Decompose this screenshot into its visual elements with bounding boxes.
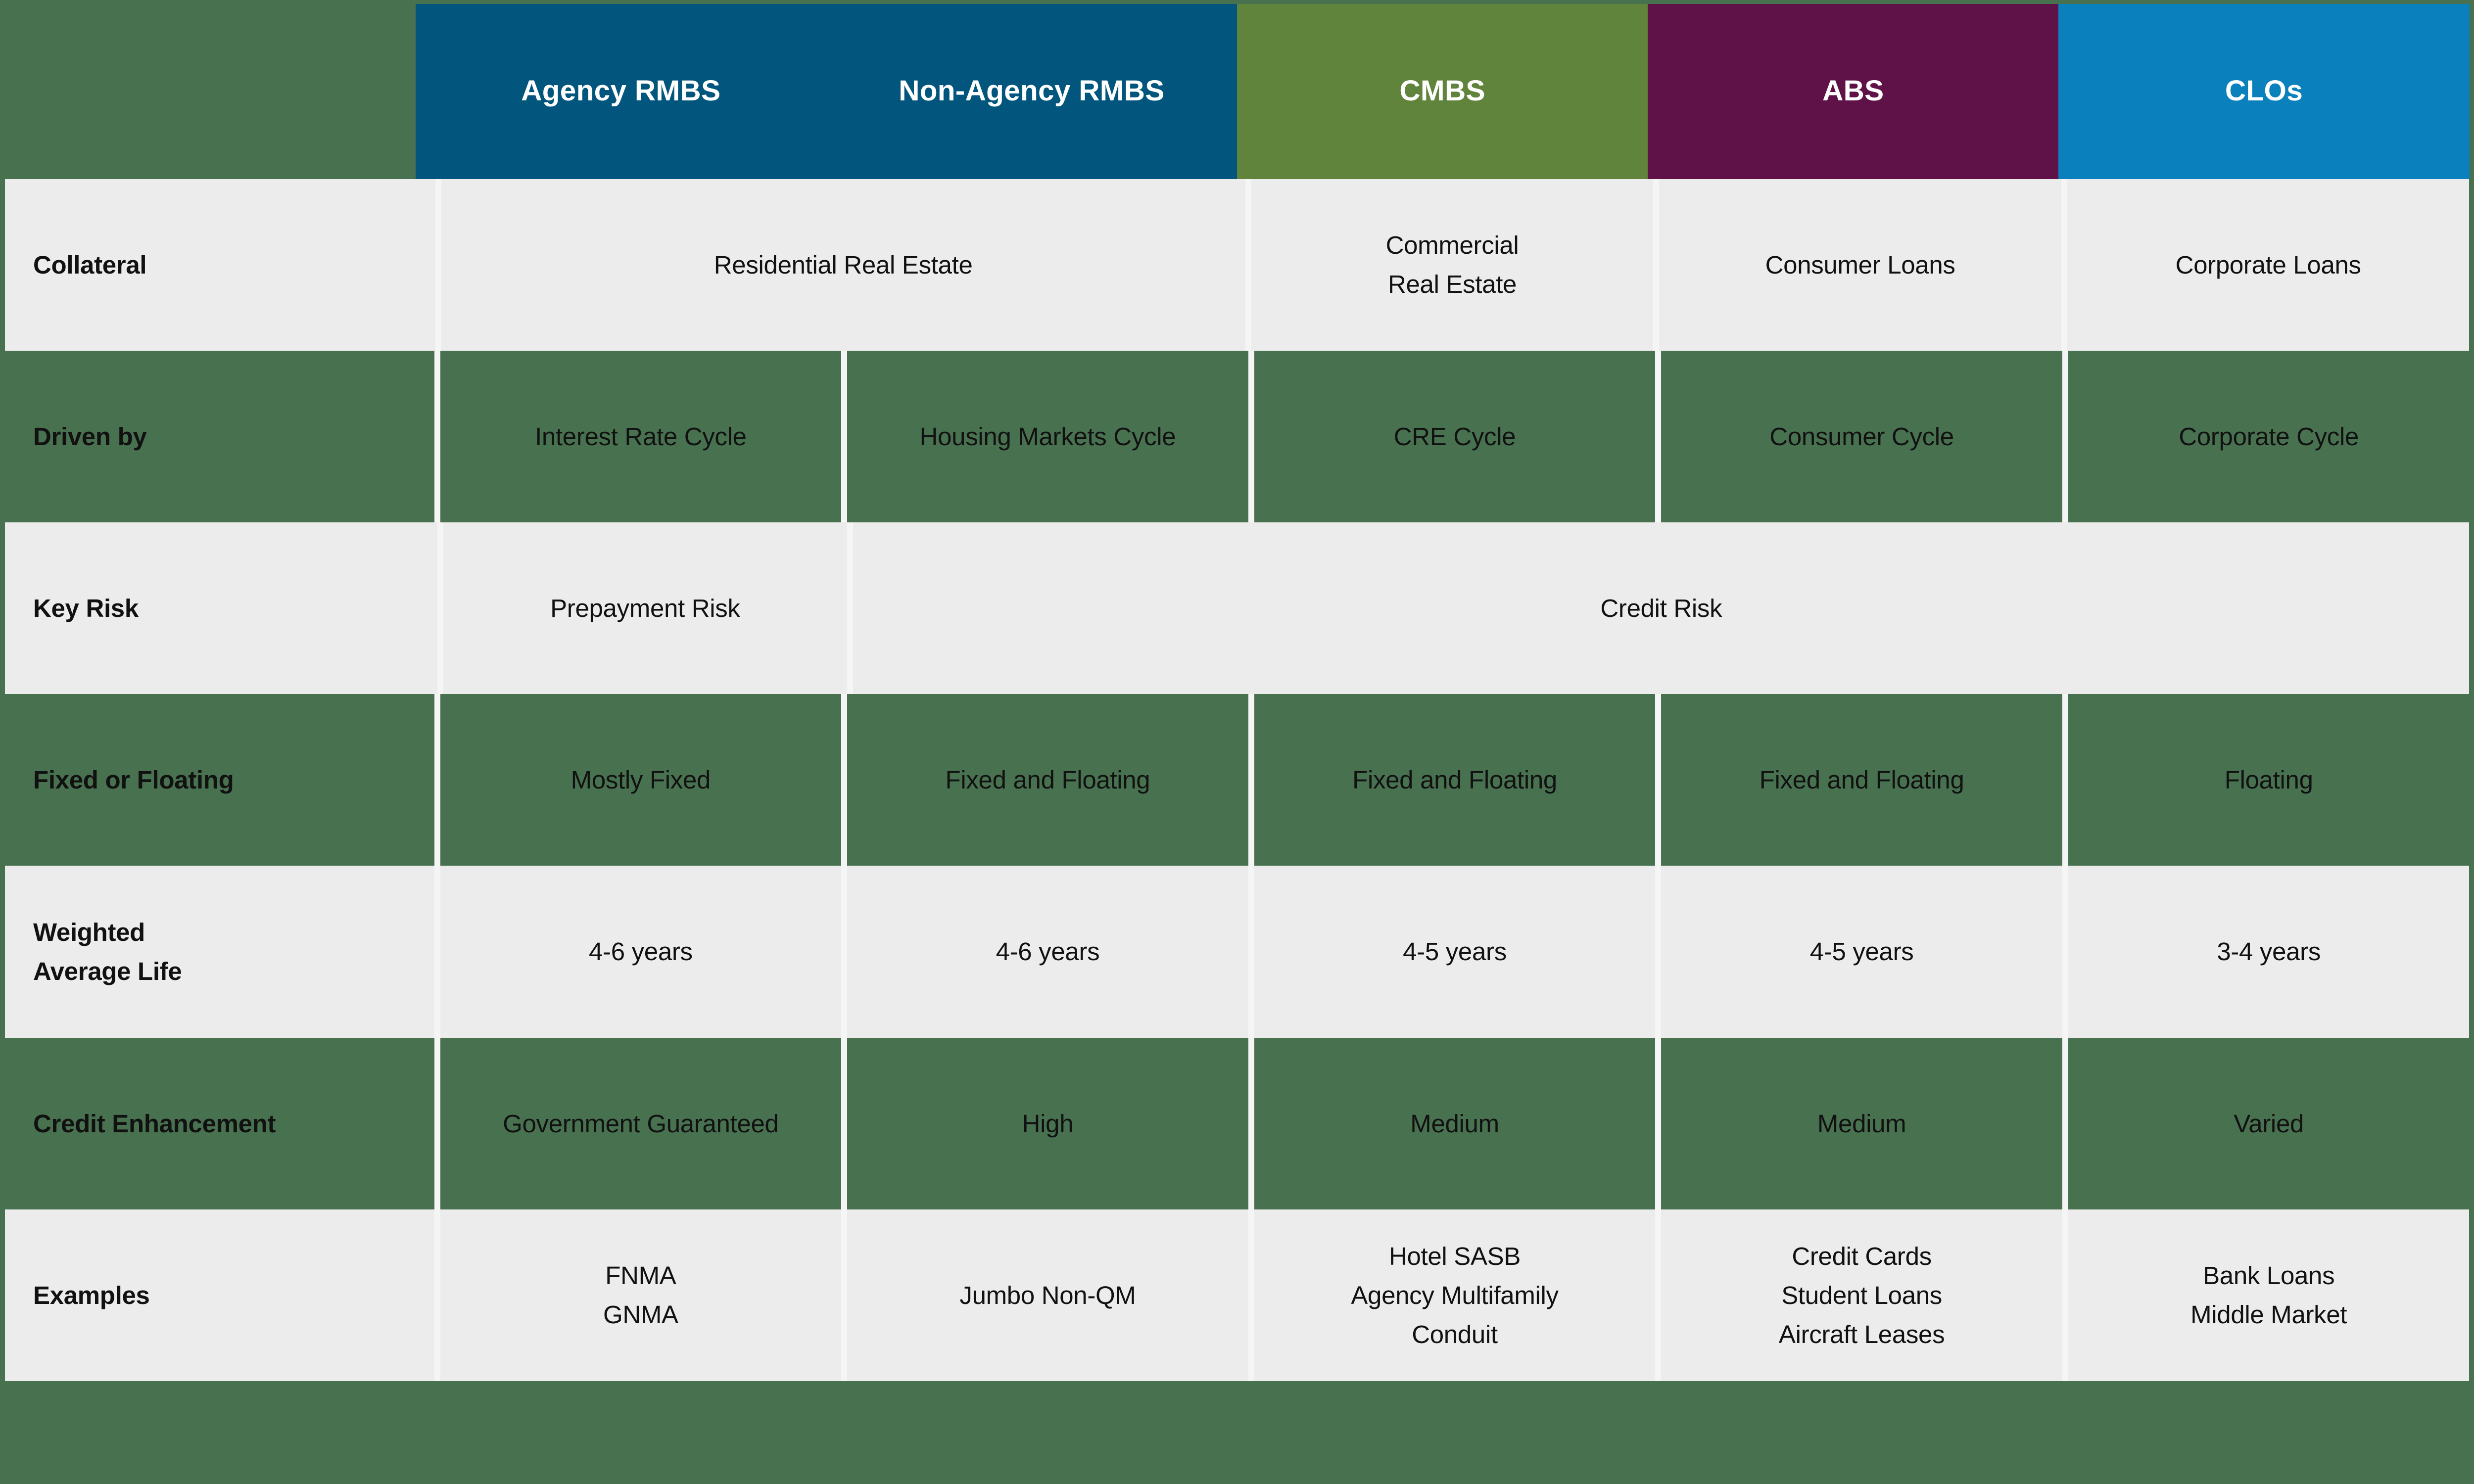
column-header-agency-rmbs: Agency RMBS bbox=[415, 3, 826, 179]
row-label-credit-enhancement: Credit Enhancement bbox=[33, 1109, 276, 1138]
cell-collateral-rmbs-merged: Residential Real Estate bbox=[435, 179, 1245, 351]
column-header-non-agency-rmbs: Non-Agency RMBS bbox=[826, 3, 1237, 179]
cell-driven-non-agency-rmbs: Housing Markets Cycle bbox=[841, 350, 1248, 523]
cell-wal-agency-rmbs: 4-6 years bbox=[434, 866, 842, 1038]
cell-fixed-clos: Floating bbox=[2062, 694, 2470, 866]
header-row: Agency RMBS Non-Agency RMBS CMBS ABS CLO… bbox=[5, 3, 2470, 179]
row-label-fixed-or-floating: Fixed or Floating bbox=[33, 766, 234, 794]
cell-enhancement-agency-rmbs: Government Guaranteed bbox=[434, 1037, 842, 1209]
cell-fixed-cmbs: Fixed and Floating bbox=[1248, 694, 1656, 866]
row-collateral: Collateral Residential Real Estate Comme… bbox=[4, 179, 2470, 351]
cell-wal-non-agency-rmbs: 4-6 years bbox=[841, 866, 1248, 1038]
column-header-clos: CLOs bbox=[2058, 3, 2470, 179]
cell-wal-abs: 4-5 years bbox=[1655, 866, 2062, 1038]
row-label-collateral: Collateral bbox=[4, 179, 435, 351]
row-label-weighted-average-life: Weighted Average Life bbox=[4, 866, 434, 1038]
cell-fixed-agency-rmbs: Mostly Fixed bbox=[434, 694, 842, 866]
cell-driven-abs: Consumer Cycle bbox=[1655, 350, 2062, 523]
cell-driven-cmbs: CRE Cycle bbox=[1248, 350, 1656, 523]
cell-examples-cmbs: Hotel SASB Agency Multifamily Conduit bbox=[1248, 1209, 1656, 1381]
cell-examples-agency-rmbs: FNMA GNMA bbox=[434, 1209, 842, 1381]
cell-driven-agency-rmbs: Interest Rate Cycle bbox=[434, 350, 842, 523]
cell-examples-clos: Bank Loans Middle Market bbox=[2062, 1209, 2470, 1381]
header-spacer-cell bbox=[5, 4, 416, 179]
cell-fixed-non-agency-rmbs: Fixed and Floating bbox=[841, 694, 1248, 866]
row-label-key-risk: Key Risk bbox=[4, 522, 437, 695]
cell-enhancement-non-agency-rmbs: High bbox=[841, 1037, 1248, 1209]
cell-examples-abs: Credit Cards Student Loans Aircraft Leas… bbox=[1655, 1209, 2062, 1381]
row-key-risk: Key Risk Prepayment Risk Credit Risk bbox=[4, 522, 2470, 695]
cell-driven-clos: Corporate Cycle bbox=[2062, 350, 2470, 523]
cell-fixed-abs: Fixed and Floating bbox=[1655, 694, 2062, 866]
row-label-driven-by: Driven by bbox=[33, 422, 147, 451]
row-examples: Examples FNMA GNMA Jumbo Non-QM Hotel SA… bbox=[4, 1209, 2470, 1381]
row-credit-enhancement: Credit Enhancement Government Guaranteed… bbox=[5, 1037, 2470, 1209]
row-weighted-average-life: Weighted Average Life 4-6 years 4-6 year… bbox=[4, 866, 2470, 1038]
cell-key-risk-agency-rmbs: Prepayment Risk bbox=[437, 522, 848, 695]
column-header-abs: ABS bbox=[1648, 3, 2059, 179]
cell-examples-non-agency-rmbs: Jumbo Non-QM bbox=[841, 1209, 1248, 1381]
row-driven-by: Driven by Interest Rate Cycle Housing Ma… bbox=[5, 350, 2470, 523]
cell-collateral-cmbs: Commercial Real Estate bbox=[1245, 179, 1654, 351]
row-label-examples: Examples bbox=[4, 1209, 434, 1381]
cell-collateral-abs: Consumer Loans bbox=[1653, 179, 2061, 351]
row-fixed-or-floating: Fixed or Floating Mostly Fixed Fixed and… bbox=[5, 694, 2470, 866]
cell-enhancement-clos: Varied bbox=[2062, 1037, 2470, 1209]
cell-wal-clos: 3-4 years bbox=[2062, 866, 2470, 1038]
securitized-products-comparison-table: Agency RMBS Non-Agency RMBS CMBS ABS CLO… bbox=[4, 3, 2470, 1381]
cell-key-risk-credit-merged: Credit Risk bbox=[847, 522, 2470, 695]
column-header-cmbs: CMBS bbox=[1237, 3, 1648, 179]
cell-collateral-clos: Corporate Loans bbox=[2061, 179, 2470, 351]
cell-enhancement-abs: Medium bbox=[1655, 1037, 2062, 1209]
cell-enhancement-cmbs: Medium bbox=[1248, 1037, 1656, 1209]
cell-wal-cmbs: 4-5 years bbox=[1248, 866, 1656, 1038]
